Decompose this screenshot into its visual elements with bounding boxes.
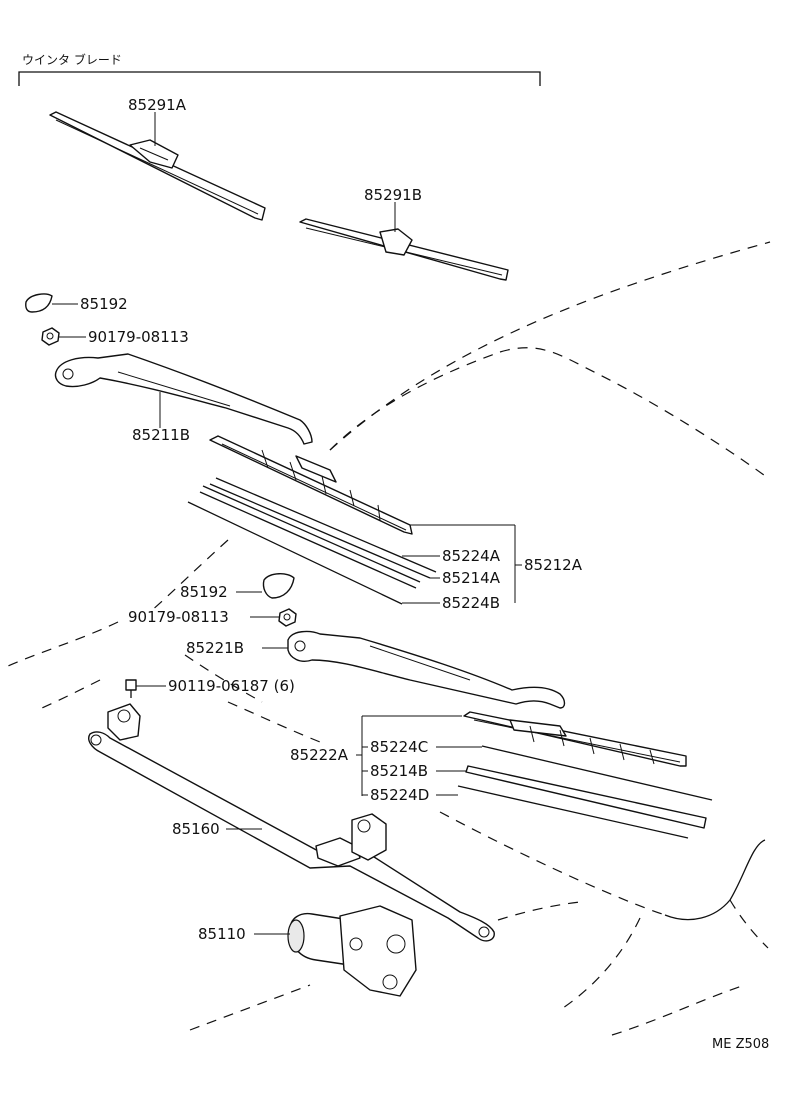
label-85192-lower: 85192	[180, 583, 228, 601]
label-85214a: 85214A	[442, 569, 501, 587]
cap-85192-upper[interactable]	[25, 293, 53, 313]
footer-code: ME Z508	[712, 1037, 769, 1052]
refill-strips-right[interactable]	[457, 745, 713, 839]
wiper-blade-assy-right[interactable]	[463, 711, 687, 767]
wiper-motor-85110[interactable]	[287, 905, 417, 997]
label-85221b: 85221B	[186, 639, 244, 657]
wiper-arm-85211b[interactable]	[54, 353, 313, 445]
label-85291b: 85291B	[364, 186, 422, 204]
wiper-arm-85221b[interactable]	[287, 630, 566, 709]
refill-strips-left[interactable]	[187, 477, 437, 605]
label-85291a: 85291A	[128, 96, 187, 114]
label-85214b: 85214B	[370, 762, 428, 780]
bracket-85212a	[402, 524, 522, 604]
label-85224d: 85224D	[370, 786, 429, 804]
group-bracket: ウインタ ブレード	[18, 52, 541, 86]
wiper-blade-85291a[interactable]	[49, 111, 266, 221]
nut-90179-upper[interactable]	[41, 327, 60, 346]
label-85224b: 85224B	[442, 594, 500, 612]
wiper-link-85160[interactable]	[88, 703, 495, 942]
label-90119: 90119-06187 (6)	[168, 677, 295, 695]
cap-85192-lower[interactable]	[262, 573, 295, 599]
label-85224a: 85224A	[442, 547, 501, 565]
label-85224c: 85224C	[370, 738, 428, 756]
label-90179-lower: 90179-08113	[128, 608, 229, 626]
bracket-85222a	[356, 715, 482, 796]
nut-90179-lower[interactable]	[278, 608, 297, 627]
label-85192-upper: 85192	[80, 295, 128, 313]
label-85212a: 85212A	[524, 556, 583, 574]
label-85222a: 85222A	[290, 746, 349, 764]
windshield-outline	[7, 241, 771, 1036]
group-title: ウインタ ブレード	[22, 52, 122, 67]
wiper-blade-85291b[interactable]	[299, 218, 509, 281]
label-85211b: 85211B	[132, 426, 190, 444]
label-90179-upper: 90179-08113	[88, 328, 189, 346]
bolt-90119[interactable]	[125, 679, 137, 698]
label-85160: 85160	[172, 820, 220, 838]
label-85110: 85110	[198, 925, 246, 943]
wiper-blade-assy-left[interactable]	[209, 435, 413, 535]
